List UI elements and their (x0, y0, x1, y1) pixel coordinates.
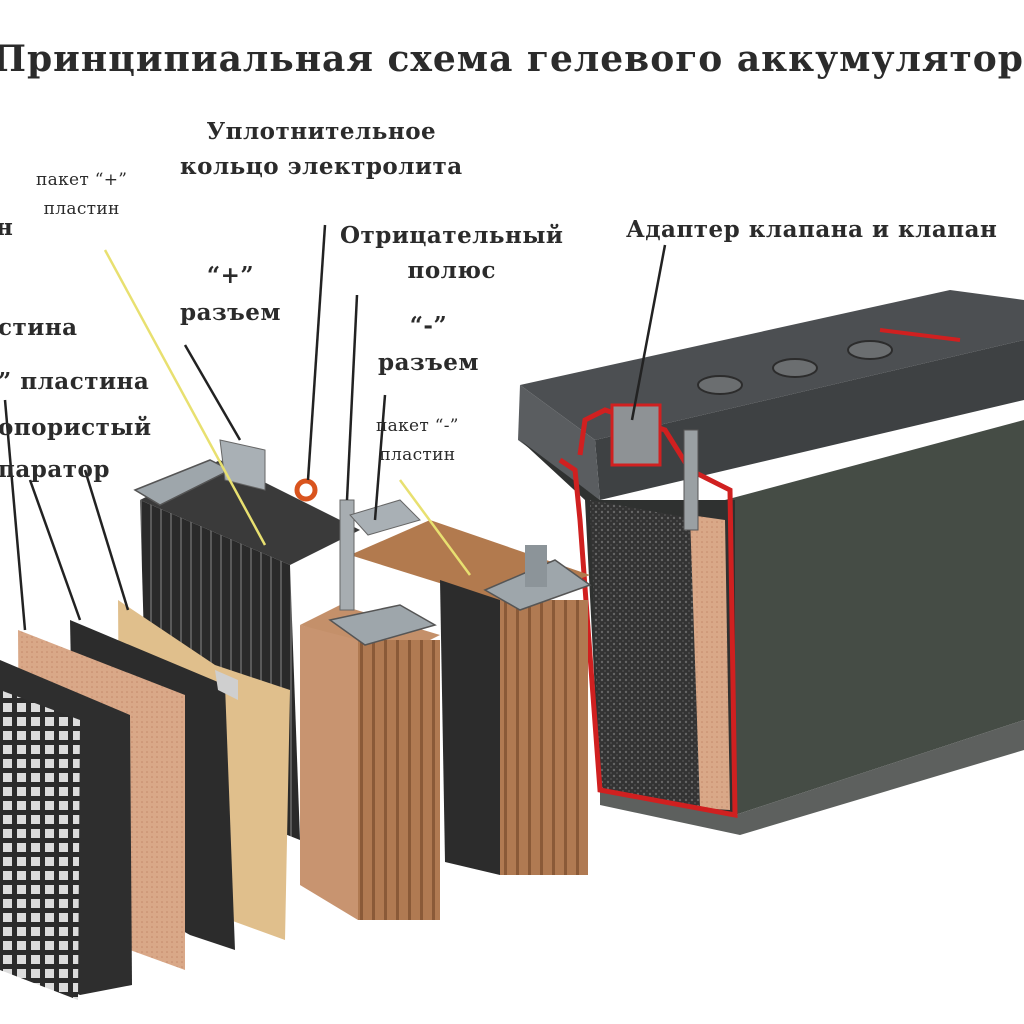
label-neg-pack-line2: пластин (379, 445, 456, 466)
negative-plate-pack (350, 520, 592, 875)
label-seal-ring-line1: Уплотнительное (206, 118, 437, 145)
seal-outline (879, 328, 961, 342)
leader-neg-connector (373, 394, 387, 521)
label-left-cut-3: ” пластина (0, 368, 150, 395)
label-pos-pack-line1: пакет “+” (36, 170, 128, 190)
leader-lines (3, 224, 667, 631)
leader-porous (28, 479, 82, 621)
label-neg-pole: Отрицательный полюс (340, 222, 563, 286)
case-lid-left (518, 385, 600, 500)
label-left-cut-2: стина (0, 314, 78, 341)
label-neg-connector: “-” разъем (378, 312, 479, 378)
electrolyte-seal-ring (294, 478, 318, 502)
neg-connector-plate (349, 499, 421, 536)
vent-cap (772, 358, 818, 378)
label-neg-pole-line1: Отрицательный (340, 222, 564, 249)
seal-outline (558, 407, 738, 819)
case-front (725, 420, 1024, 815)
leader-neg-pole (345, 294, 359, 501)
label-valve-adapter: Адаптер клапана и клапан (626, 216, 998, 243)
front-plate-front (358, 640, 440, 920)
label-pos-connector-line2: разъем (180, 298, 281, 326)
leader-seal-ring (306, 224, 327, 481)
label-left-cut-5: паратор (0, 456, 110, 483)
gel-electrolyte (590, 500, 705, 810)
front-plate-side (300, 625, 358, 920)
inner-separator (690, 515, 730, 810)
label-seal-ring: Уплотнительное кольцо электролита (180, 118, 463, 182)
front-negative-plate (300, 604, 440, 920)
label-pos-connector: “+” разъем (180, 262, 281, 328)
battery-case (518, 290, 1024, 835)
case-lid-front (595, 340, 1024, 500)
case-lid-top (520, 290, 1024, 440)
label-left-cut-1: н (0, 214, 14, 241)
leader-separator (83, 469, 130, 611)
neg-connector-tab (525, 545, 547, 587)
label-neg-connector-line2: разъем (378, 348, 479, 376)
leader-pos-connector (183, 344, 242, 441)
leader-valve (630, 244, 667, 421)
label-pos-pack-line2: пластин (43, 199, 120, 220)
leader-plate (3, 399, 27, 631)
label-neg-connector-line1: “-” (409, 312, 448, 339)
label-neg-pack: пакет “-” пластин (376, 416, 459, 467)
leader-neg-pack (398, 479, 472, 576)
label-left-cut-4: опористый (0, 414, 152, 441)
diagram-title: Принципиальная схема гелевого аккумулято… (0, 38, 1024, 80)
valve-body (610, 403, 662, 467)
front-connector (328, 604, 437, 646)
label-neg-pack-line1: пакет “-” (376, 416, 459, 436)
label-neg-pole-line2: полюс (407, 256, 496, 284)
case-terminal (683, 429, 699, 531)
neg-pack-front (500, 600, 588, 875)
neg-pack-side (440, 580, 500, 875)
label-seal-ring-line2: кольцо электролита (180, 152, 463, 180)
vent-cap (847, 340, 893, 360)
case-base (600, 720, 1024, 835)
vent-cap (697, 375, 743, 395)
label-pos-connector-line1: “+” (206, 262, 255, 289)
leader-pos-pack (103, 249, 267, 546)
positive-grid-plate (0, 660, 132, 1000)
label-pos-pack: пакет “+” пластин (36, 170, 127, 221)
